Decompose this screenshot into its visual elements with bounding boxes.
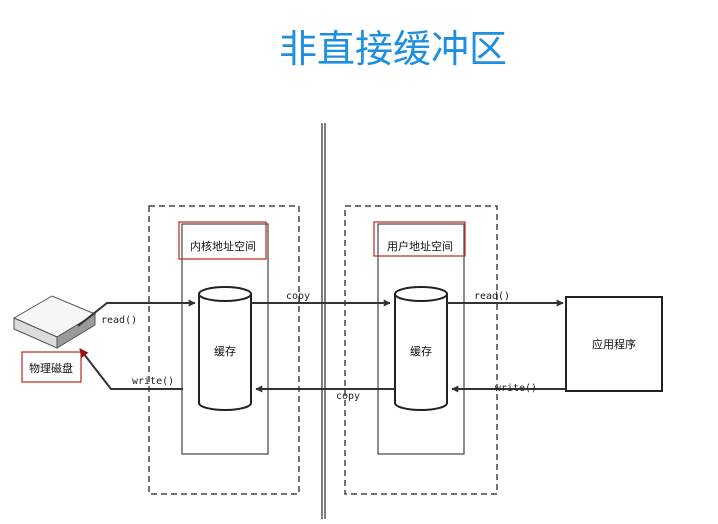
application-label: 应用程序 <box>592 337 636 351</box>
kernel-space: 内核地址空间 缓存 <box>148 205 300 495</box>
copy-top-label: copy <box>286 291 310 302</box>
kernel-buffer-label: 缓存 <box>214 344 236 358</box>
user-buffer-label: 缓存 <box>410 344 432 358</box>
user-space-outer-box <box>344 205 498 495</box>
app-read-label: read() <box>474 291 510 302</box>
disk-label-highlight <box>21 351 82 383</box>
disk-read-label: read() <box>101 315 137 326</box>
kernel-label-highlight <box>178 221 267 260</box>
kernel-space-inner-box <box>181 223 269 455</box>
disk-read-arrow <box>77 299 196 327</box>
kernel-buffer-cylinder <box>198 286 252 411</box>
disk-write-arrow <box>79 348 183 390</box>
user-label-highlight <box>373 221 466 257</box>
app-write-label: write() <box>495 383 537 394</box>
kernel-space-label: 内核地址空间 <box>190 239 256 253</box>
diagram-title: 非直接缓冲区 <box>279 27 507 71</box>
user-space: 用户地址空间 缓存 <box>344 205 498 495</box>
disk-label: 物理磁盘 <box>29 361 73 375</box>
user-space-label: 用户地址空间 <box>387 239 453 253</box>
application-box <box>565 296 663 392</box>
disk-write-label: write() <box>132 376 174 387</box>
user-space-inner-box <box>377 223 465 455</box>
physical-disk-icon <box>12 295 97 349</box>
kernel-space-outer-box <box>148 205 300 495</box>
user-buffer-cylinder <box>394 286 448 411</box>
copy-bottom-label: copy <box>336 391 360 402</box>
